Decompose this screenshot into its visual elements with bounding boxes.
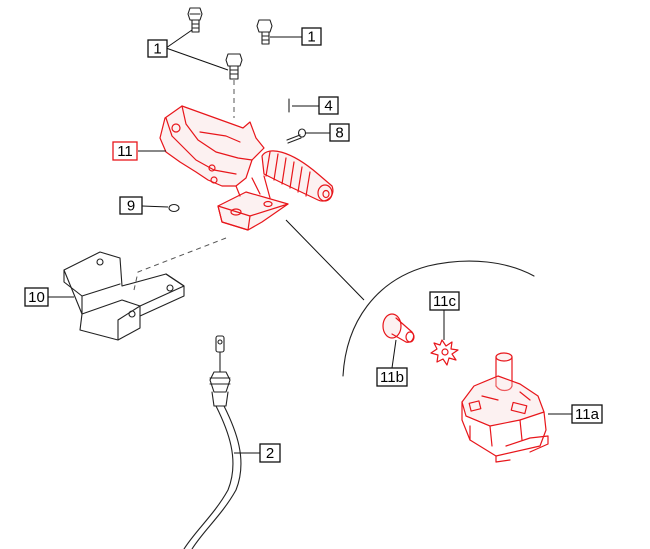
detail-zoom-arc: [342, 260, 535, 377]
bolt-right: [256, 19, 273, 45]
bolt-center: [225, 53, 243, 80]
screw-part-8: [286, 128, 307, 144]
brake-handle-assembly-part-11: [159, 105, 334, 231]
washer-part-9: [168, 203, 180, 213]
callout-11c-text: 11c: [433, 293, 457, 310]
callout-9: 9: [119, 196, 143, 215]
ratchet-mechanism-part-11a: [461, 352, 549, 463]
leader-9: [141, 205, 169, 208]
callout-11: 11: [112, 141, 138, 161]
callout-11b: 11b: [376, 367, 408, 387]
callout-11b-text: 11b: [380, 369, 404, 386]
callout-4: 4: [318, 96, 339, 115]
leader-11b: [391, 339, 397, 369]
leader-1-top: [165, 29, 193, 49]
callout-11a-text: 11a: [575, 406, 600, 423]
rivet-part-11b: [382, 313, 415, 343]
callout-1-right-text: 1: [307, 29, 315, 46]
callout-1-right: 1: [301, 27, 322, 46]
callout-8-text: 8: [335, 125, 343, 142]
mounting-bracket-part-10: [63, 251, 185, 341]
leader-1-center: [165, 47, 229, 71]
callout-11c: 11c: [429, 291, 460, 311]
mount-guide-line: [133, 237, 227, 291]
callout-10: 10: [24, 287, 49, 307]
callout-1-top-text: 1: [153, 41, 161, 58]
brake-cable-part-2: [183, 335, 242, 549]
star-washer-part-11c: [430, 339, 459, 366]
callout-2-text: 2: [266, 445, 274, 462]
callout-8: 8: [329, 123, 350, 142]
callout-11a: 11a: [571, 404, 603, 424]
bolt-top: [187, 7, 203, 33]
callout-9-text: 9: [127, 198, 135, 215]
callout-4-text: 4: [324, 98, 332, 115]
callout-2: 2: [259, 443, 281, 463]
callout-1-top: 1: [147, 39, 168, 58]
callout-11-text: 11: [117, 143, 133, 160]
callout-10-text: 10: [28, 289, 45, 306]
detail-pointer-line: [285, 219, 365, 301]
